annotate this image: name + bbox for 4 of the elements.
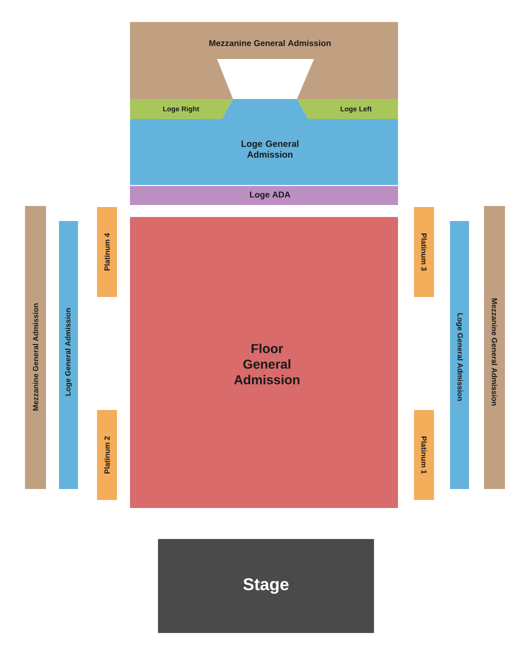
seating-section: Loge ADA bbox=[130, 186, 398, 205]
seating-section: Floor General Admission bbox=[130, 217, 398, 508]
seating-section: Mezzanine General Admission bbox=[130, 22, 398, 99]
stage: Stage bbox=[158, 539, 374, 633]
